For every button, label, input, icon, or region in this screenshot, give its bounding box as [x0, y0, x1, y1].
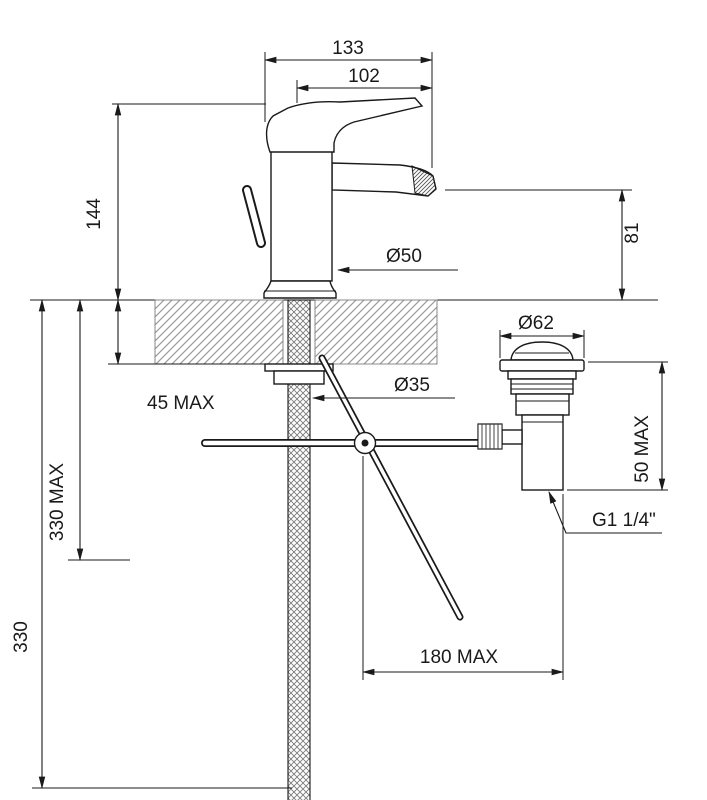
dim-label-hole-diameter: Ø35 — [394, 375, 430, 396]
extension-lines — [32, 52, 668, 789]
dimension-lines — [38, 56, 666, 790]
waste-body — [515, 393, 570, 416]
mounting-nut — [273, 370, 325, 385]
flex-hose — [287, 299, 311, 800]
dim-label-waste-depth: 50 MAX — [632, 415, 653, 483]
dim-label-hose-length-max: 330 MAX — [47, 463, 68, 541]
spout — [331, 162, 437, 197]
dim-label-base-diameter: Ø50 — [386, 246, 422, 267]
dim-label-waste-flange-diameter: Ø62 — [518, 313, 554, 334]
handle-lever — [265, 97, 424, 153]
waste-flange — [499, 359, 585, 372]
pop-up-linkage — [201, 354, 490, 621]
knurled-nut-texture — [478, 424, 502, 449]
faucet-body — [270, 149, 333, 282]
waste-tailpipe — [521, 414, 564, 491]
waste-plug-dome — [510, 341, 574, 361]
pull-rod-knob-inner — [244, 187, 264, 246]
dim-label-waste-thread: G1 1/4" — [592, 510, 656, 531]
pivot-ball-center — [361, 439, 369, 447]
mounting-hardware — [264, 363, 334, 385]
dim-label-overall-width: 133 — [332, 38, 364, 59]
waste-rings — [510, 378, 574, 395]
dim-label-spout-height: 81 — [622, 222, 643, 243]
faucet — [242, 97, 437, 299]
deck-block-right — [314, 299, 438, 365]
dimension-labels: 133 102 144 81 Ø50 45 MAX Ø35 Ø62 50 MAX… — [11, 38, 656, 668]
waste-step — [507, 370, 577, 380]
dim-label-rod-reach: 180 MAX — [420, 647, 498, 668]
drain-assembly — [477, 341, 585, 491]
dim-label-hose-length: 330 — [11, 621, 32, 653]
aerator-tip — [411, 165, 437, 197]
clevis-connector — [501, 429, 523, 445]
dim-label-spout-reach: 102 — [348, 66, 380, 87]
dim-label-deck-thickness: 45 MAX — [147, 393, 215, 414]
deck-block-left — [154, 299, 284, 365]
pull-rod-diagonal-inner — [320, 356, 462, 619]
leader-thread — [548, 490, 662, 534]
base-flange — [263, 280, 337, 299]
dim-label-body-height: 144 — [84, 198, 105, 230]
